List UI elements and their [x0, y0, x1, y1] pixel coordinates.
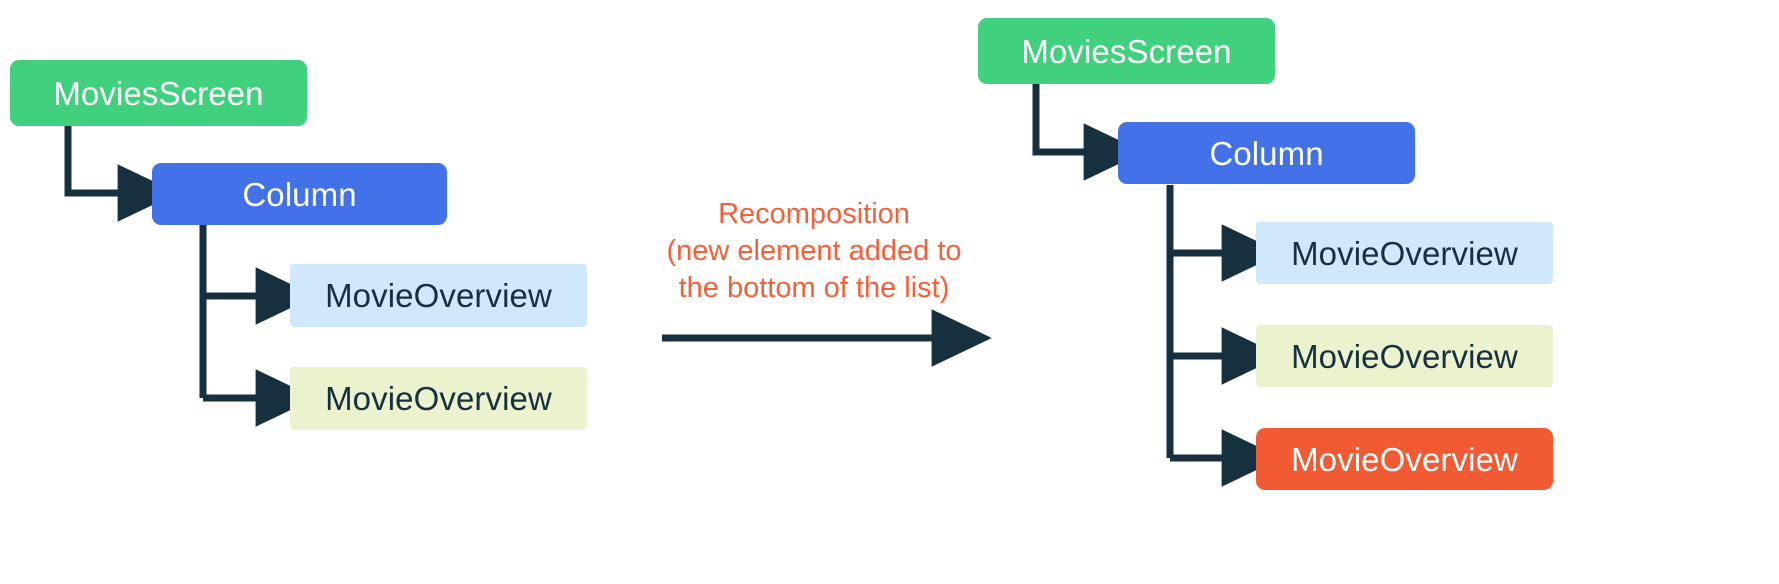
before-node-column[interactable]: Column — [152, 163, 447, 225]
before-node-column-label: Column — [242, 175, 357, 213]
before-node-movies-screen[interactable]: MoviesScreen — [10, 60, 307, 126]
before-node-movie-overview-2-label: MovieOverview — [325, 380, 552, 417]
after-node-movies-screen[interactable]: MoviesScreen — [978, 18, 1275, 84]
after-node-column[interactable]: Column — [1118, 122, 1415, 184]
after-node-column-label: Column — [1209, 134, 1324, 172]
after-node-movie-overview-3-new[interactable]: MovieOverview — [1256, 428, 1553, 490]
after-node-movies-screen-label: MoviesScreen — [1021, 32, 1232, 70]
after-node-movie-overview-2-label: MovieOverview — [1291, 337, 1518, 375]
transition-caption: Recomposition (new element added to the … — [666, 198, 962, 305]
before-node-movies-screen-label: MoviesScreen — [53, 74, 264, 112]
after-node-movie-overview-3-new-label: MovieOverview — [1291, 440, 1518, 478]
after-node-movie-overview-2[interactable]: MovieOverview — [1256, 325, 1553, 387]
after-node-movie-overview-1[interactable]: MovieOverview — [1256, 222, 1553, 284]
before-node-movie-overview-1-label: MovieOverview — [325, 277, 552, 314]
after-node-movie-overview-1-label: MovieOverview — [1291, 234, 1518, 272]
before-node-movie-overview-2[interactable]: MovieOverview — [290, 367, 587, 430]
before-node-movie-overview-1[interactable]: MovieOverview — [290, 264, 587, 327]
